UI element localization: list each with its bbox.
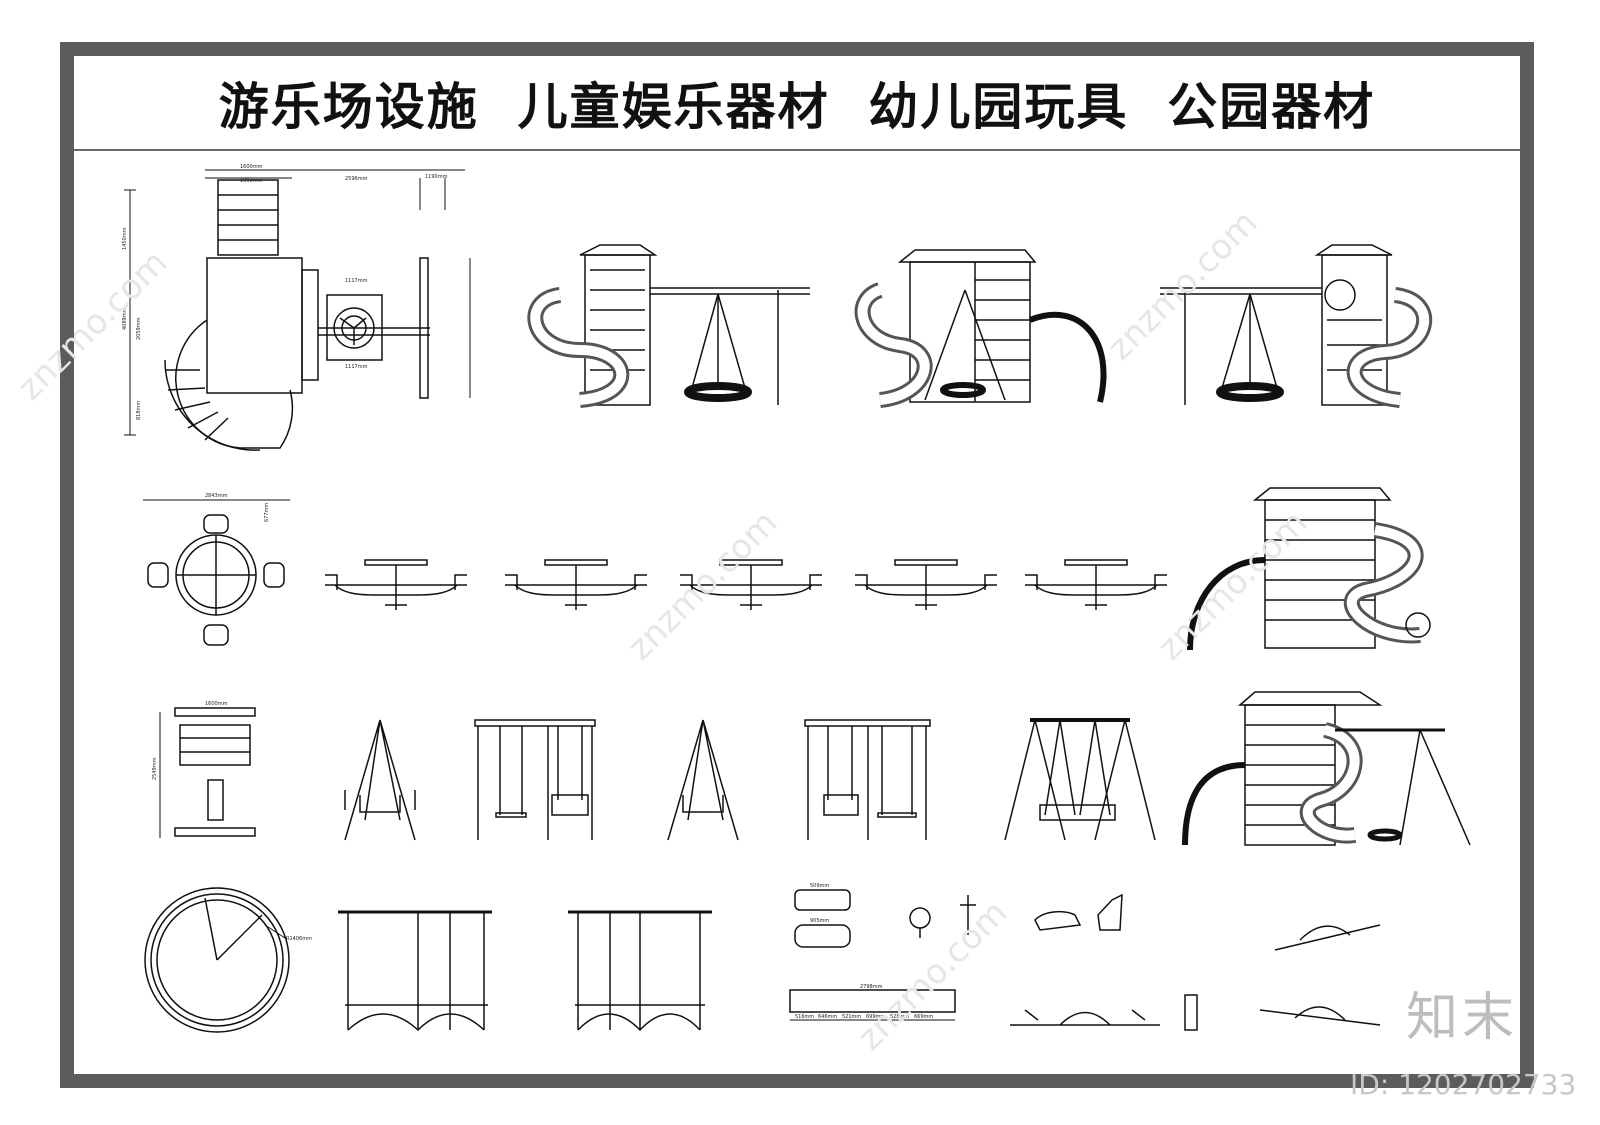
pergola-elevation-2 <box>568 910 712 1032</box>
dim-label: 646mm <box>818 1014 837 1020</box>
dim-label: 521mm <box>842 1014 861 1020</box>
drawing-frame: 游乐场设施 儿童娱乐器材 幼儿园玩具 公园器材 <box>60 42 1534 1088</box>
title-bar: 游乐场设施 儿童娱乐器材 幼儿园玩具 公园器材 <box>74 56 1520 151</box>
dim-label: 1093mm <box>240 178 263 184</box>
dim-label: 1600mm <box>205 701 228 707</box>
dim-label: 1117mm <box>345 278 368 284</box>
dim-label: 2596mm <box>345 176 368 182</box>
tower-slide-elevation <box>1187 487 1431 651</box>
dim-label: R1406mm <box>286 936 312 942</box>
triple-a-swing <box>1004 718 1156 841</box>
double-swing-2 <box>804 719 931 840</box>
dim-label: 905mm <box>810 918 829 924</box>
dim-label: 677mm <box>264 503 270 522</box>
playhouse-elevation <box>854 249 1107 408</box>
combo-playset-elevation <box>1182 691 1471 846</box>
dim-label: 818mm <box>136 401 142 420</box>
dim-label: 516mm <box>795 1014 814 1020</box>
dim-label: 1190mm <box>425 174 448 180</box>
dim-label: 1117mm <box>345 364 368 370</box>
dim-label: 509mm <box>810 883 829 889</box>
dim-label: 2549mm <box>152 757 158 780</box>
swing-plan <box>159 707 256 838</box>
image-id-label: ID: 1202702733 <box>1350 1068 1577 1101</box>
slide-swing-elevation-2 <box>1160 244 1433 408</box>
double-swing-1 <box>474 719 596 840</box>
dim-label: 2843mm <box>205 493 228 499</box>
slide-swing-elevation-1 <box>527 244 810 408</box>
spring-rider-drawings <box>789 889 1381 1031</box>
dim-label: 699mm <box>866 1014 885 1020</box>
plan-view-playset <box>124 169 471 451</box>
dim-label: 669mm <box>914 1014 933 1020</box>
dim-label: 2798mm <box>860 984 883 990</box>
pergola-elevation-1 <box>338 910 492 1032</box>
carousel-elevations <box>325 559 1167 610</box>
a-frame-swing-1 <box>344 719 416 841</box>
brand-logo: 知末 <box>1406 988 1519 1048</box>
round-pergola-plan <box>144 887 290 1033</box>
page-title: 游乐场设施 儿童娱乐器材 幼儿园玩具 公园器材 <box>218 77 1376 136</box>
dim-label: 4089mm <box>122 307 128 330</box>
dim-label: 528mm <box>890 1014 909 1020</box>
dim-label: 2059mm <box>136 317 142 340</box>
dim-label: 1450mm <box>122 227 128 250</box>
carousel-plan <box>143 499 290 646</box>
dim-label: 1600mm <box>240 164 263 170</box>
a-frame-swing-2 <box>667 719 739 841</box>
